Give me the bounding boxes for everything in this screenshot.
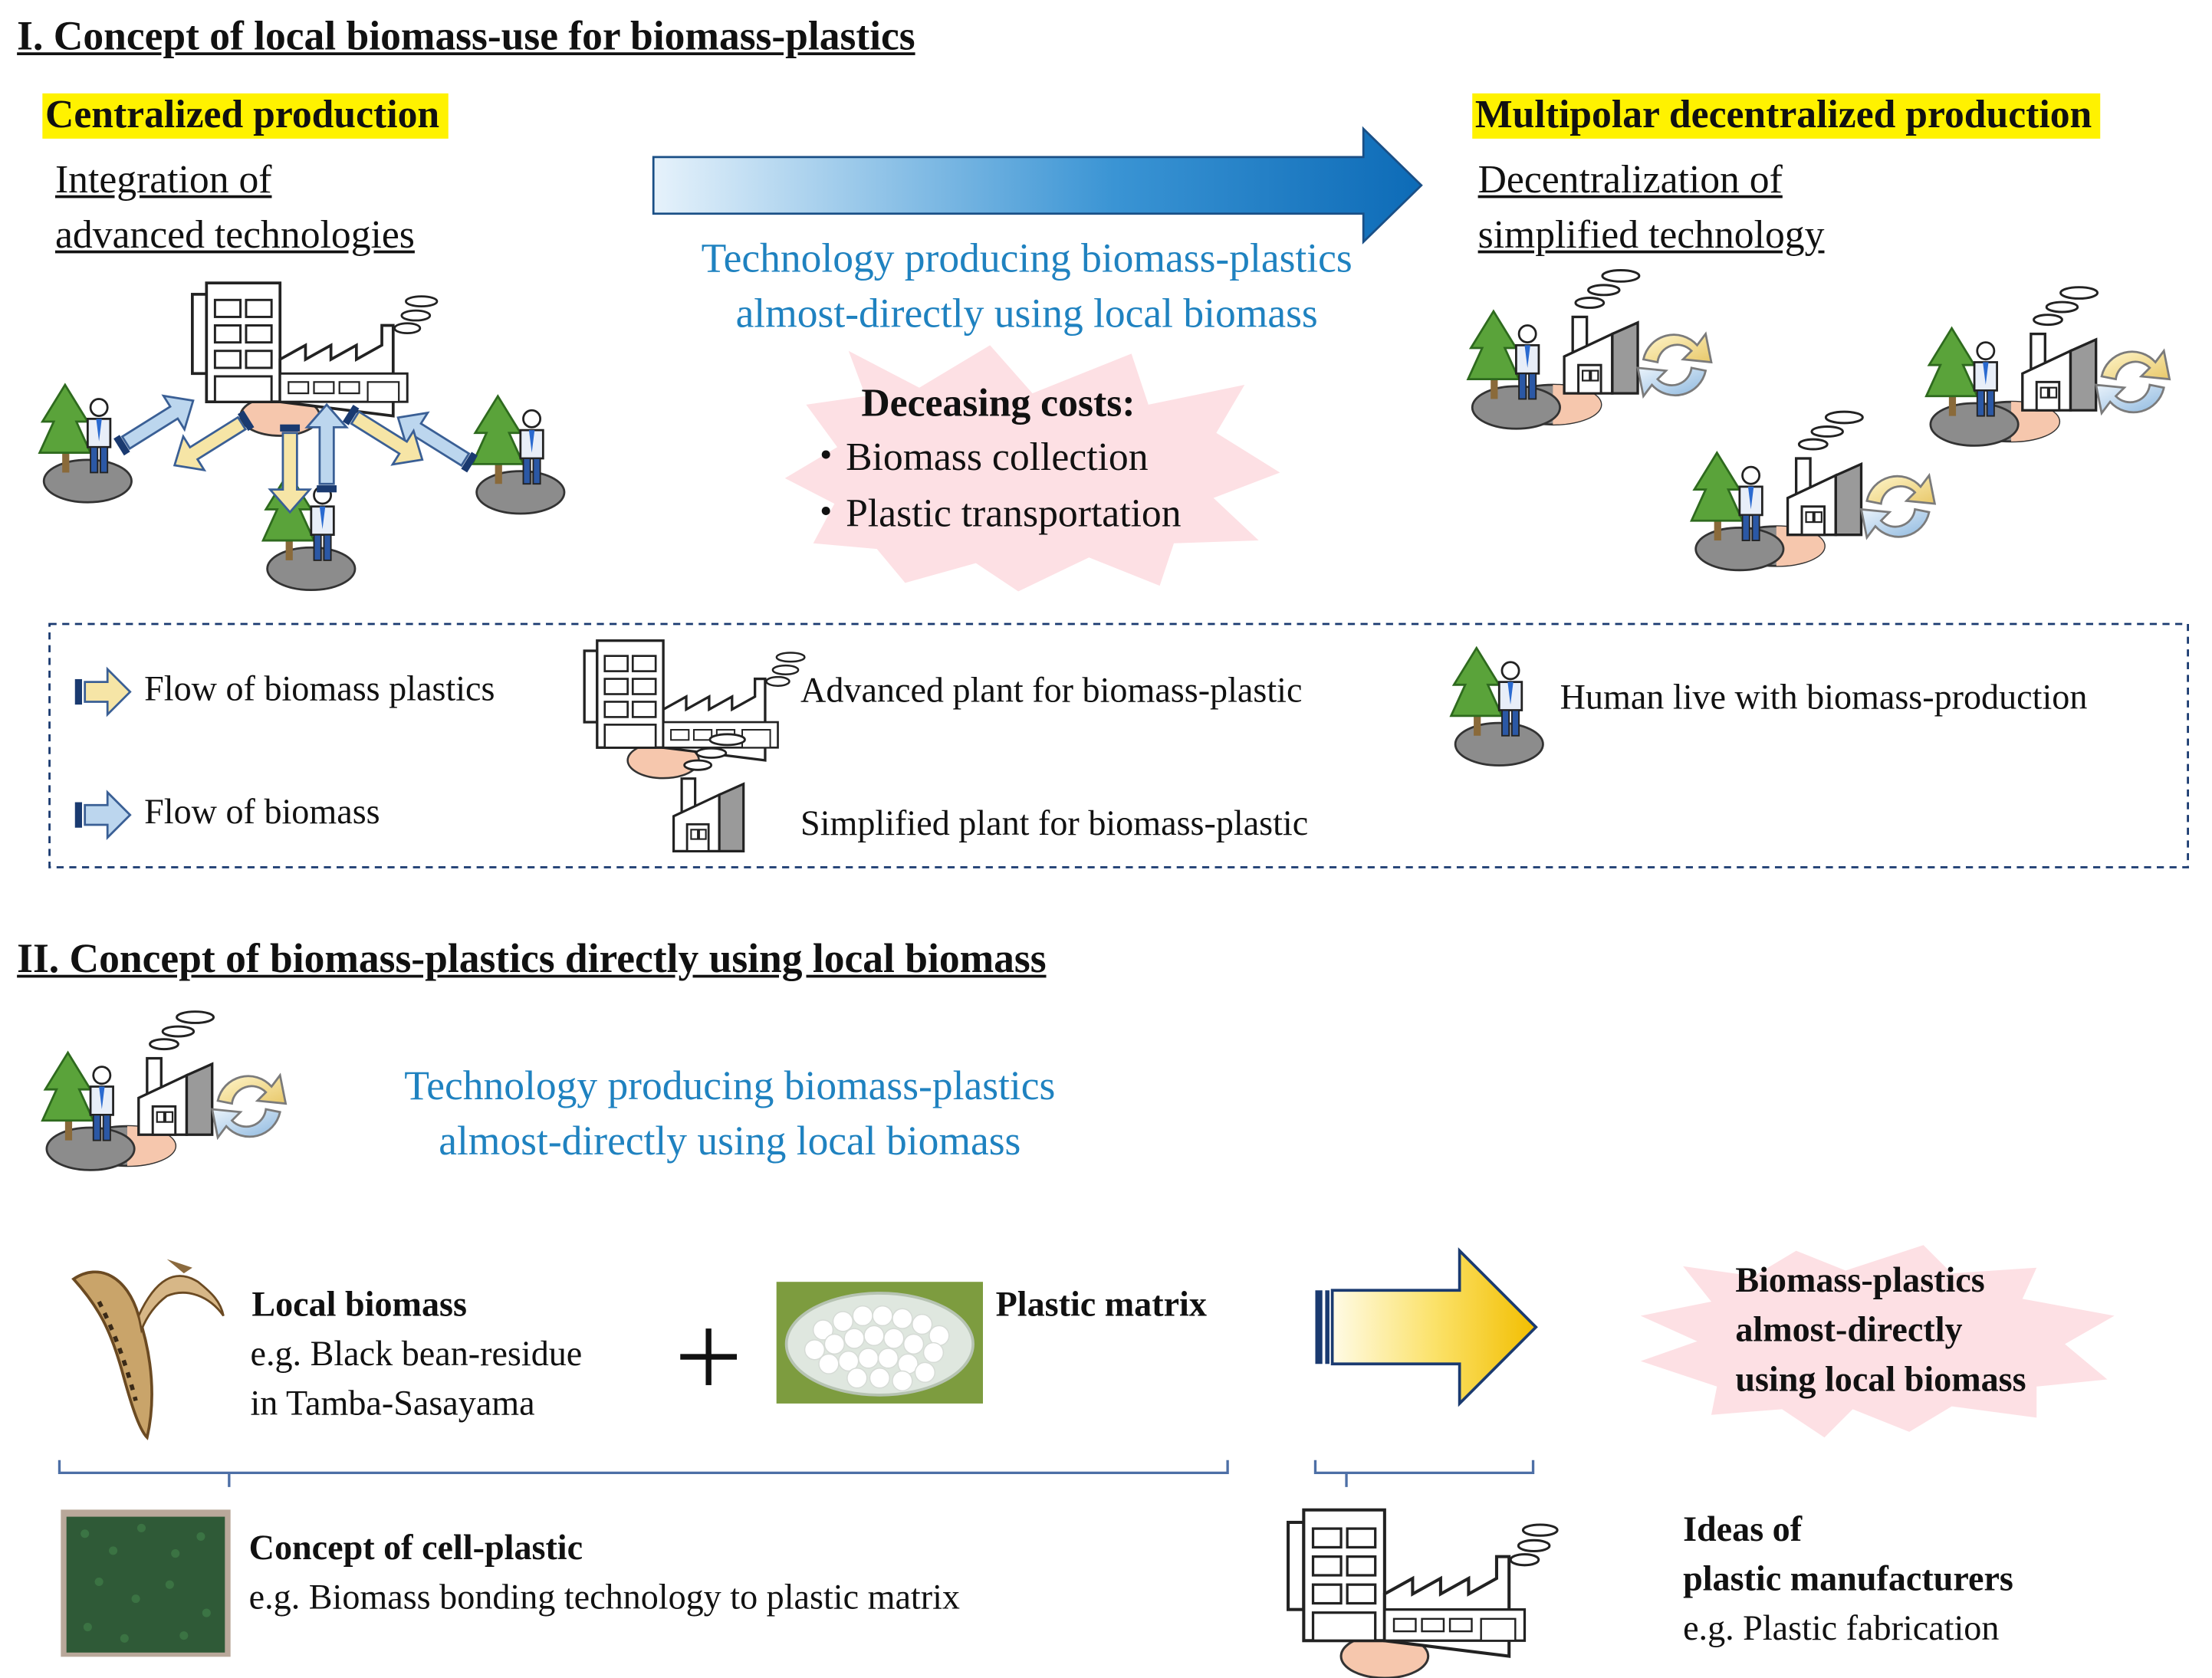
local-biomass-line2: in Tamba-Sasayama: [250, 1384, 535, 1424]
legend-advanced-plant-label: Advanced plant for biomass-plastic: [800, 672, 1303, 711]
section2-tech-line1: Technology producing biomass-plastics: [404, 1063, 1056, 1110]
section1-title: I. Concept of local biomass-use for biom…: [17, 14, 915, 60]
cost-item: ・Biomass collection: [806, 435, 1149, 480]
cell-plastic-line1: e.g. Biomass bonding technology to plast…: [248, 1578, 960, 1617]
legend-flow-biomass-label: Flow of biomass: [144, 793, 380, 832]
tech-text-line2: almost-directly using local biomass: [735, 291, 1318, 337]
plus-sign: [680, 1328, 738, 1385]
cost-item: ・Plastic transportation: [806, 492, 1182, 537]
centralized-heading: Centralized production: [42, 93, 449, 140]
decentralized-sub-line2: simplified technology: [1477, 213, 1825, 258]
section2-title: II. Concept of biomass-plastics directly…: [17, 936, 1047, 982]
manufacturers-line1: Ideas of: [1683, 1511, 1803, 1550]
legend-human-icon: [1450, 646, 1544, 767]
bracket-left: [58, 1460, 1229, 1487]
decentralized-sub-line1: Decentralization of: [1477, 158, 1783, 202]
costs-title: Deceasing costs:: [861, 382, 1136, 426]
legend-box: [48, 622, 2189, 869]
result-line2: almost-directly: [1735, 1311, 1963, 1350]
local-biomass-title: Local biomass: [251, 1286, 467, 1325]
plastic-matrix-label: Plastic matrix: [995, 1286, 1207, 1325]
decentralized-heading: Multipolar decentralized production: [1472, 93, 2101, 140]
manufacturers-line3: e.g. Plastic fabrication: [1683, 1610, 2000, 1649]
bean-residue-image: [71, 1259, 225, 1440]
big-yellow-arrow: [1315, 1247, 1538, 1407]
centralized-sub-line2: advanced technologies: [54, 213, 415, 258]
cost-starburst: [784, 345, 1280, 592]
legend-simplified-plant-label: Simplified plant for biomass-plastic: [800, 805, 1309, 844]
legend-flow-plastics-label: Flow of biomass plastics: [144, 670, 495, 709]
legend-human-label: Human live with biomass-production: [1560, 678, 2088, 718]
section2-tech-line2: almost-directly using local biomass: [439, 1118, 1021, 1165]
bracket-right: [1313, 1460, 1535, 1487]
big-blue-arrow: [652, 126, 1423, 245]
manufacturers-line2: plastic manufacturers: [1683, 1560, 2013, 1599]
result-line3: using local biomass: [1735, 1361, 2026, 1400]
manufacturer-plant-icon: [1288, 1510, 1557, 1678]
legend-flow-biomass-icon: [74, 791, 132, 839]
decentralized-unit-icon: [1468, 271, 2170, 570]
tech-text-line1: Technology producing biomass-plastics: [701, 236, 1353, 282]
section2-unit-icon: [42, 1012, 285, 1171]
plastic-pellets-image: [776, 1282, 983, 1404]
cell-plastic-image: [61, 1509, 231, 1657]
local-biomass-line1: e.g. Black bean-residue: [250, 1335, 583, 1374]
advanced-plant-icon: [191, 281, 439, 438]
legend-flow-plastics-icon: [74, 668, 132, 716]
result-line1: Biomass-plastics: [1735, 1262, 1985, 1301]
cell-plastic-title: Concept of cell-plastic: [248, 1529, 583, 1568]
centralized-sub-line1: Integration of: [54, 158, 272, 202]
result-starburst: [1640, 1245, 2115, 1438]
legend-advanced-plant-icon: [583, 639, 807, 780]
